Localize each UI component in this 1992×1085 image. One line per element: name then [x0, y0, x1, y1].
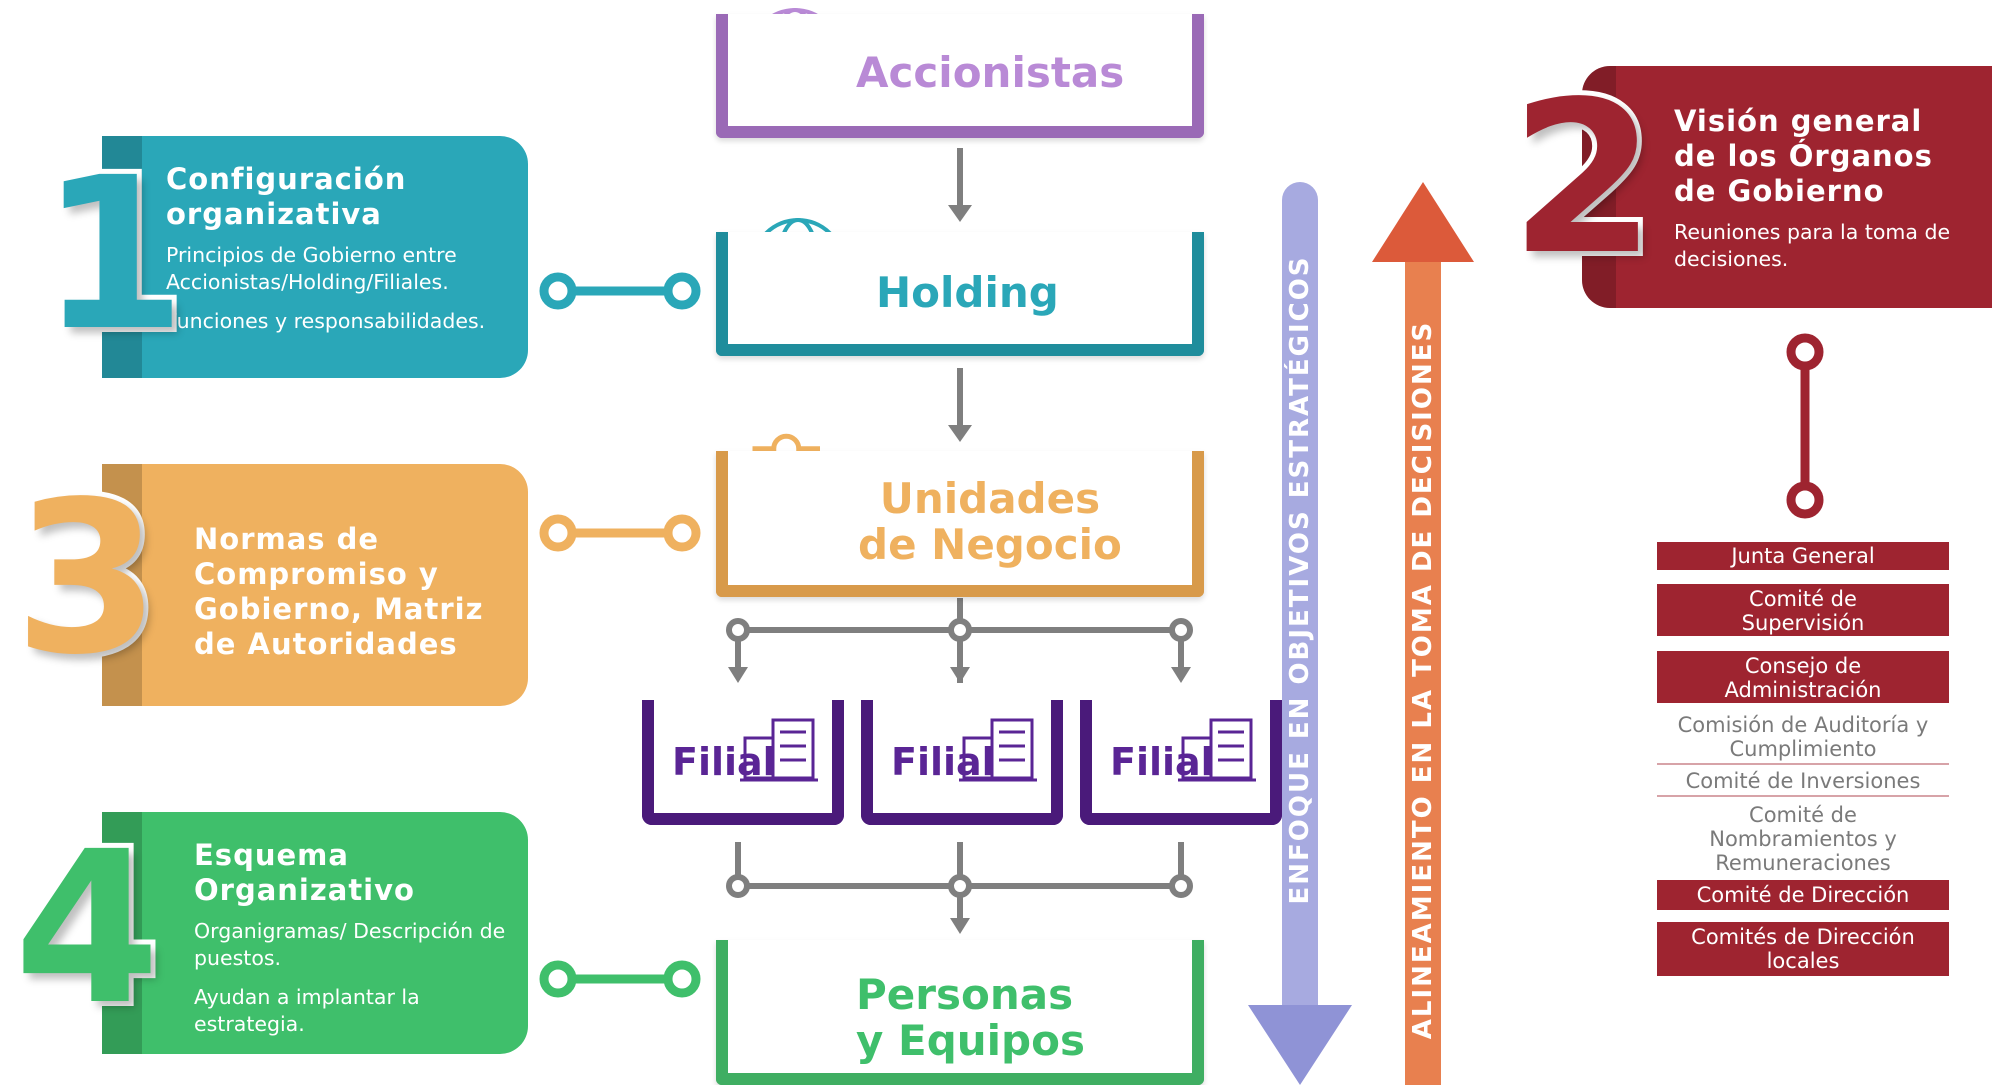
- alineamiento-label: ALINEAMIENTO EN LA TOMA DE DECISIONES: [1408, 320, 1438, 1040]
- card-2-title-line1: Visión general: [1674, 104, 1923, 138]
- building-icon-1: [740, 718, 818, 782]
- personas-equipos-box: [716, 940, 1204, 1085]
- splitter-bottom: [726, 842, 1193, 934]
- card-shadow: [102, 136, 142, 378]
- pin-card-4: [539, 960, 701, 998]
- gov-junta-general: Junta General: [1657, 542, 1949, 570]
- card-1-text-2: Funciones y responsabilidades.: [166, 309, 486, 333]
- personas-line1: Personas: [856, 970, 1074, 1019]
- card-4-text-1: Organigramas/ Descripción de puestos.: [194, 919, 506, 970]
- card-1-number: 1: [35, 132, 191, 377]
- filial-box-2: Filial: [861, 700, 1063, 825]
- card-esquema-organizativo: Esquema Organizativo Organigramas/ Descr…: [102, 812, 528, 1054]
- card-1-title: Configuración organizativa: [166, 162, 518, 232]
- gov-comision-label: Comisión de Auditoría y Cumplimiento: [1677, 713, 1929, 761]
- unidades-line2: de Negocio: [858, 520, 1122, 570]
- filial-box-3: Filial: [1080, 700, 1282, 825]
- card-4-title-line2: Organizativo: [194, 873, 415, 907]
- accionistas-label: Accionistas: [856, 48, 1125, 97]
- card-2-title: Visión general de los Órganos de Gobiern…: [1674, 104, 1982, 209]
- personas-line2: y Equipos: [856, 1016, 1085, 1066]
- holding-label: Holding: [876, 268, 1059, 317]
- card-4-title-line1: Esquema: [194, 838, 349, 872]
- gov-comite-direccion: Comité de Dirección: [1657, 880, 1949, 910]
- gov-locales-label: Comités de Dirección locales: [1691, 925, 1915, 973]
- card-1-title-line1: Configuración: [166, 162, 407, 196]
- gov-consejo-label: Consejo de Administración: [1724, 654, 1882, 702]
- unidades-negocio-label: Unidades de Negocio: [858, 474, 1122, 570]
- building-icon-3: [1178, 718, 1256, 782]
- card-normas-compromiso: Normas de Compromiso y Gobierno, Matriz …: [102, 464, 528, 706]
- card-2-text: Reuniones para la toma de decisiones.: [1674, 220, 1951, 271]
- card-3-number: 3: [9, 456, 165, 701]
- gov-comision-auditoria: Comisión de Auditoría y Cumplimiento: [1657, 713, 1949, 765]
- alineamiento-arrow: [1372, 182, 1474, 1085]
- accionistas-box: [716, 14, 1204, 138]
- pin-card-3: [539, 514, 701, 552]
- gov-comite-nombramientos: Comité de Nombramientos y Remuneraciones: [1657, 803, 1949, 879]
- building-icon-2: [959, 718, 1037, 782]
- gov-comite-supervision-label: Comité de Supervisión: [1741, 587, 1865, 635]
- card-vision-organos-gobierno: Visión general de los Órganos de Gobiern…: [1582, 66, 1992, 308]
- gov-consejo-administracion: Consejo de Administración: [1657, 651, 1949, 703]
- card-4-number: 4: [9, 806, 165, 1051]
- card-1-title-line2: organizativa: [166, 197, 382, 231]
- card-4-title: Esquema Organizativo: [194, 838, 518, 908]
- pin-card-2: [1786, 333, 1824, 519]
- holding-box: [716, 232, 1204, 356]
- pin-card-1: [539, 272, 701, 310]
- enfoque-label: ENFOQUE EN OBJETIVOS ESTRATÉGICOS: [1285, 255, 1315, 905]
- splitter-top: [726, 598, 1193, 683]
- personas-equipos-label: Personas y Equipos: [856, 970, 1085, 1066]
- card-shadow: [102, 464, 142, 706]
- card-configuracion-organizativa: Configuración organizativa Principios de…: [102, 136, 528, 378]
- card-2-number: 2: [1505, 56, 1661, 301]
- flow-arrows: [948, 148, 972, 442]
- gov-comites-direccion-locales: Comités de Dirección locales: [1657, 922, 1949, 976]
- card-shadow: [102, 812, 142, 1054]
- card-2-title-line2: de los Órganos: [1674, 139, 1933, 173]
- unidades-negocio-box: [716, 451, 1204, 597]
- card-1-text-1: Principios de Gobierno entre Accionistas…: [166, 243, 457, 294]
- card-3-title: Normas de Compromiso y Gobierno, Matriz …: [194, 522, 484, 661]
- gov-comite-supervision: Comité de Supervisión: [1657, 584, 1949, 636]
- card-4-text-2: Ayudan a implantar la estrategia.: [194, 985, 420, 1036]
- enfoque-arrow: [1248, 182, 1352, 1085]
- unidades-line1: Unidades: [879, 474, 1101, 523]
- gov-nombramientos-label: Comité de Nombramientos y Remuneraciones: [1709, 803, 1897, 875]
- card-shadow: [1582, 66, 1616, 308]
- card-2-title-line3: de Gobierno: [1674, 174, 1885, 208]
- gov-comite-inversiones: Comité de Inversiones: [1657, 769, 1949, 797]
